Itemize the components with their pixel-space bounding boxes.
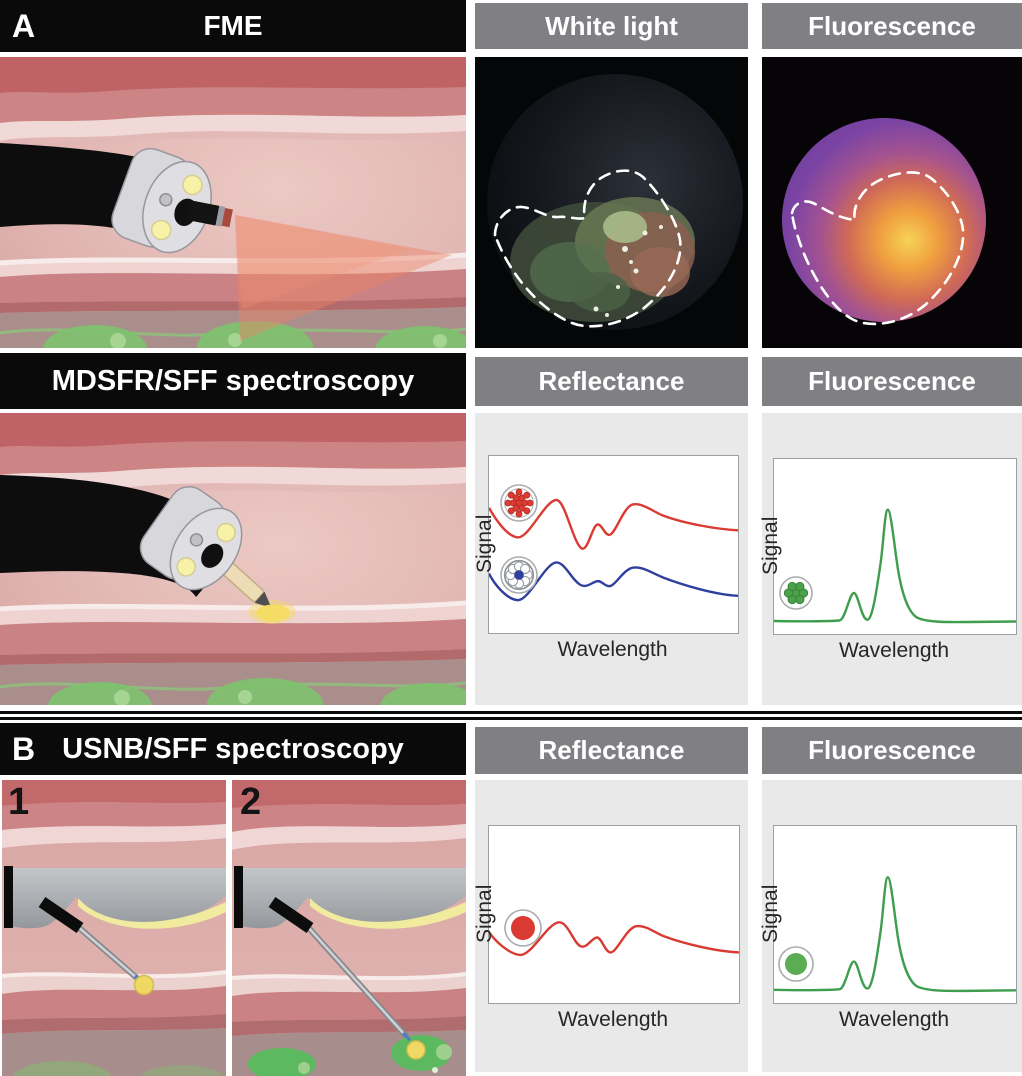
ultrasound-crescent [310, 898, 466, 929]
endoscope-tip-face [139, 485, 243, 591]
white-light-endoscopy-image [475, 57, 748, 348]
y-axis-label: Signal [473, 514, 496, 573]
illumination-fiber-icon [150, 219, 172, 241]
x-axis-label: Wavelength [557, 1008, 669, 1031]
scope-shaft [234, 866, 243, 928]
ultrasound-probe-body [240, 868, 466, 929]
y-axis-label: Signal [759, 884, 782, 943]
single-fiber-green-icon [778, 946, 814, 982]
reflectance-header-b: Reflectance [475, 727, 748, 774]
lesion-dashed-outline [493, 169, 682, 328]
panel-separator-line [0, 711, 1022, 714]
step-1-label: 1 [8, 781, 30, 823]
reflectance-plot-panel-b: Signal Wavelength [473, 780, 748, 1072]
specular-highlights [593, 225, 663, 317]
illumination-fiber-icon [176, 557, 196, 577]
panel-a-header: A FME [0, 0, 466, 52]
measurement-spot [406, 1040, 426, 1060]
light-beam [235, 215, 452, 341]
tissue-lumen-drawing [0, 57, 466, 348]
mdsfr-probe-illustration [0, 413, 466, 705]
ultrasound-crescent [78, 898, 226, 929]
needle-hub [38, 897, 84, 933]
fluorescence-green-curve [774, 510, 1016, 622]
usnb-step1-illustration [2, 780, 226, 1076]
fluorescence-plot-panel-a: Signal Wavelength [759, 413, 1022, 705]
fluorescence-endoscopy-image [762, 57, 1022, 348]
fluorescence-green-curve [774, 877, 1016, 991]
needle-tip [401, 1031, 412, 1042]
illumination-fiber-icon [216, 522, 236, 543]
working-channel-icon [189, 533, 204, 547]
reflectance-plot-b [488, 825, 740, 1004]
fluorescence-header-a2: Fluorescence [762, 357, 1022, 406]
working-channel-icon [159, 192, 173, 207]
x-axis-label: Wavelength [838, 1008, 950, 1031]
illumination-fiber-icon [182, 174, 203, 196]
fme-endoscope-illustration [0, 57, 466, 348]
endoscope-tip-face [111, 147, 212, 254]
ultrasound-probe-body [10, 868, 226, 929]
fiber-cluster-green-icon [779, 576, 813, 610]
single-fiber-red-icon [504, 909, 542, 947]
panel-a-letter: A [12, 7, 36, 44]
lesion-dashed-outline [790, 171, 965, 326]
mdsfr-single-fiber-blue-icon [500, 556, 538, 594]
multi-fiber-bundle-red-icon [500, 484, 538, 522]
mdsfr-header: MDSFR/SFF spectroscopy [0, 353, 466, 409]
reflectance-plot-panel-a: Signal Wavelength [473, 413, 748, 705]
fluorescence-plot-a [773, 458, 1017, 635]
needle-hub [268, 897, 314, 933]
white-light-header: White light [475, 3, 748, 49]
fme-title: FME [203, 10, 263, 41]
usnb-step2-illustration [232, 780, 466, 1076]
measurement-spot [133, 974, 155, 996]
reflectance-blue-curve [489, 562, 738, 600]
y-axis-label: Signal [473, 884, 496, 943]
fluorescence-header-a1: Fluorescence [762, 3, 1022, 49]
fluorescence-header-b: Fluorescence [762, 727, 1022, 774]
y-axis-label: Signal [759, 516, 782, 575]
reflectance-header-a: Reflectance [475, 357, 748, 406]
reflectance-plot-a [488, 455, 739, 634]
panel-b-header: B USNB/SFF spectroscopy [0, 723, 466, 775]
probe-contact-glow [256, 604, 290, 622]
panel-b-letter: B [12, 730, 36, 767]
panel-separator-line [0, 717, 1022, 720]
reflectance-red-curve [489, 500, 738, 549]
camera-barrel [186, 200, 233, 228]
fluorescence-plot-b [773, 825, 1017, 1004]
x-axis-label: Wavelength [557, 638, 668, 661]
x-axis-label: Wavelength [838, 639, 950, 662]
step-2-label: 2 [240, 781, 262, 823]
fluorescence-plot-panel-b: Signal Wavelength [759, 780, 1022, 1072]
reflectance-red-curve [489, 922, 739, 955]
scope-shaft [4, 866, 13, 928]
